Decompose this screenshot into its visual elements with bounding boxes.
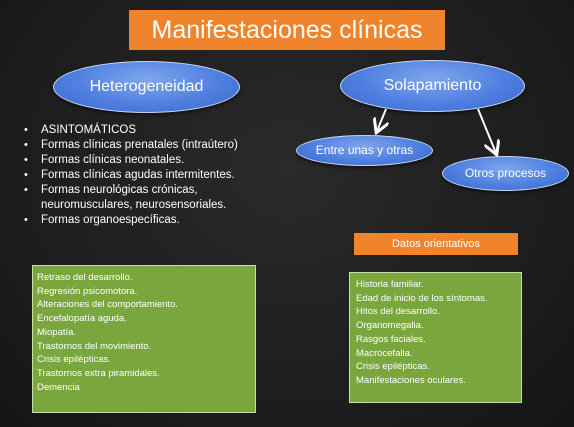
bullet-item: •Formas neurológicas crónicas, neuromusc… [24,184,227,211]
solapamiento-node: Solapamiento [340,60,525,112]
list-item: Macrocefalia. [356,347,413,359]
list-item: Demencia [37,381,80,393]
list-item: Encefalopatía aguda. [37,313,127,325]
list-item: Rasgos faciales. [356,333,426,345]
bullet-dot: • [24,124,28,136]
bullet-dot: • [24,214,28,226]
list-item: Edad de inicio de los síntomas. [356,292,488,304]
forms-bullet-list: •ASINTOMÁTICOS •Formas clínicas prenatal… [22,123,292,228]
bullet-dot: • [24,184,28,196]
orientative-data-box: Historia familiar. Edad de inicio de los… [349,272,522,403]
bullet-dot: • [24,154,28,166]
clinical-signs-box: Retraso del desarrollo. Regresión psicom… [32,265,256,413]
bullet-item: •Formas organoespecíficas. [24,214,180,226]
heterogeneidad-node: Heterogeneidad [53,61,240,113]
bullet-item: •Formas clínicas prenatales (intraútero) [24,139,238,151]
otros-procesos-node: Otros procesos [442,156,569,191]
list-item: Historia familiar. [356,279,424,290]
list-item: Trastornos extra piramidales. [37,367,160,379]
bullet-dot: • [24,169,28,181]
bullet-dot: • [24,139,28,151]
list-item: Hitos del desarrollo. [356,306,440,318]
entre-unas-y-otras-node: Entre unas y otras [296,135,433,166]
datos-orientativos-label: Datos orientativos [354,233,518,255]
list-item: Alteraciones del comportamiento. [37,299,178,311]
list-item: Regresión psicomotora. [37,285,138,297]
slide-title: Manifestaciones clínicas [129,10,445,50]
bullet-item: •Formas clínicas agudas intermitentes. [24,169,235,181]
list-item: Manifestaciones oculares. [356,374,466,386]
arrow-to-otros [477,108,496,153]
list-item: Organomegalia. [356,320,424,332]
list-item: Trastornos del movimiento. [37,340,152,352]
bullet-item: •ASINTOMÁTICOS [24,124,136,136]
list-item: Crisis epilépticas. [37,354,111,366]
arrow-to-entre [377,108,386,131]
list-item: Crisis epilépticas. [356,361,430,373]
bullet-item: •Formas clínicas neonatales. [24,154,185,166]
list-item: Retraso del desarrollo. [37,272,133,283]
list-item: Miopatía. [37,326,77,338]
